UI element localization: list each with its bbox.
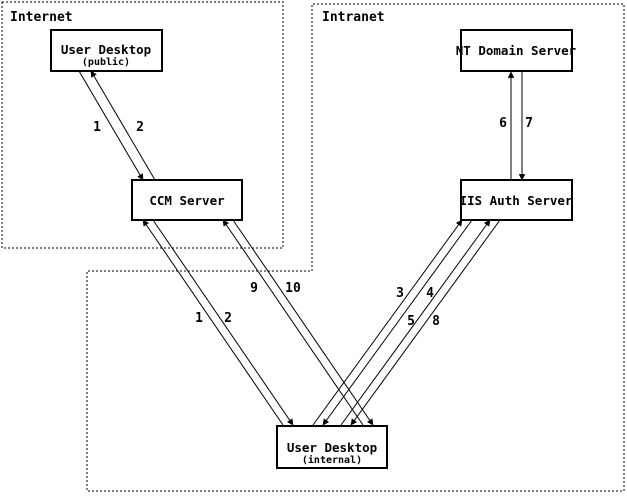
- edge-internal-request-9-label: 9: [250, 281, 258, 296]
- edge-auth-response-8-line: [350, 219, 501, 426]
- user-desktop-public-label: User Desktop: [61, 42, 151, 57]
- edge-public-request-1-line: [78, 70, 144, 181]
- user-desktop-public-sublabel: (public): [82, 56, 130, 68]
- edge-public-response-2-label: 2: [136, 120, 144, 135]
- edge-public-request-1-label: 1: [93, 120, 101, 135]
- edge-auth-request-3-label: 3: [396, 286, 404, 301]
- ccm-server-box: [131, 179, 243, 221]
- intranet-zone-label: Intranet: [322, 10, 385, 25]
- edge-internal-request-9-line: [222, 219, 364, 426]
- nt-domain-server-box: [460, 29, 573, 72]
- edge-auth-request-3-line: [312, 219, 463, 426]
- edge-public-response-2-line: [90, 70, 156, 181]
- node-user-desktop-public: User Desktop (public): [50, 29, 163, 72]
- node-user-desktop-internal: User Desktop (internal): [276, 425, 388, 469]
- edge-auth-request-5-label: 5: [407, 314, 415, 329]
- iis-auth-server-label: IIS Auth Server: [460, 193, 573, 208]
- edge-domain-request-6-label: 6: [499, 116, 507, 131]
- edge-internal-request-1-line: [142, 219, 284, 426]
- edge-internal-response-2-line: [152, 219, 294, 426]
- internet-zone-border: [1, 1, 284, 249]
- ccm-server-label: CCM Server: [149, 193, 225, 208]
- edge-internal-response-10-line: [232, 219, 374, 426]
- edge-internal-response-10-label: 10: [285, 281, 301, 296]
- node-nt-domain-server: NT Domain Server: [456, 29, 577, 72]
- user-desktop-internal-box: [276, 425, 388, 469]
- edge-auth-response-4-label: 4: [426, 286, 434, 301]
- node-ccm-server: CCM Server: [131, 179, 243, 221]
- user-desktop-internal-label: User Desktop: [287, 440, 377, 455]
- node-iis-auth-server: IIS Auth Server: [460, 179, 573, 221]
- edge-internal-request-1-label: 1: [195, 311, 203, 326]
- internet-zone-label: Internet: [10, 10, 73, 25]
- user-desktop-public-box: [50, 29, 163, 72]
- iis-auth-server-box: [460, 179, 573, 221]
- nt-domain-server-label: NT Domain Server: [456, 43, 577, 58]
- edge-auth-response-8-label: 8: [432, 314, 440, 329]
- intranet-internal-zone-border: [86, 3, 625, 492]
- edge-domain-response-7-label: 7: [525, 116, 533, 131]
- edge-internal-response-2-label: 2: [224, 311, 232, 326]
- user-desktop-internal-sublabel: (internal): [302, 454, 362, 466]
- edge-auth-response-4-line: [322, 219, 473, 426]
- edge-auth-request-5-line: [340, 219, 491, 426]
